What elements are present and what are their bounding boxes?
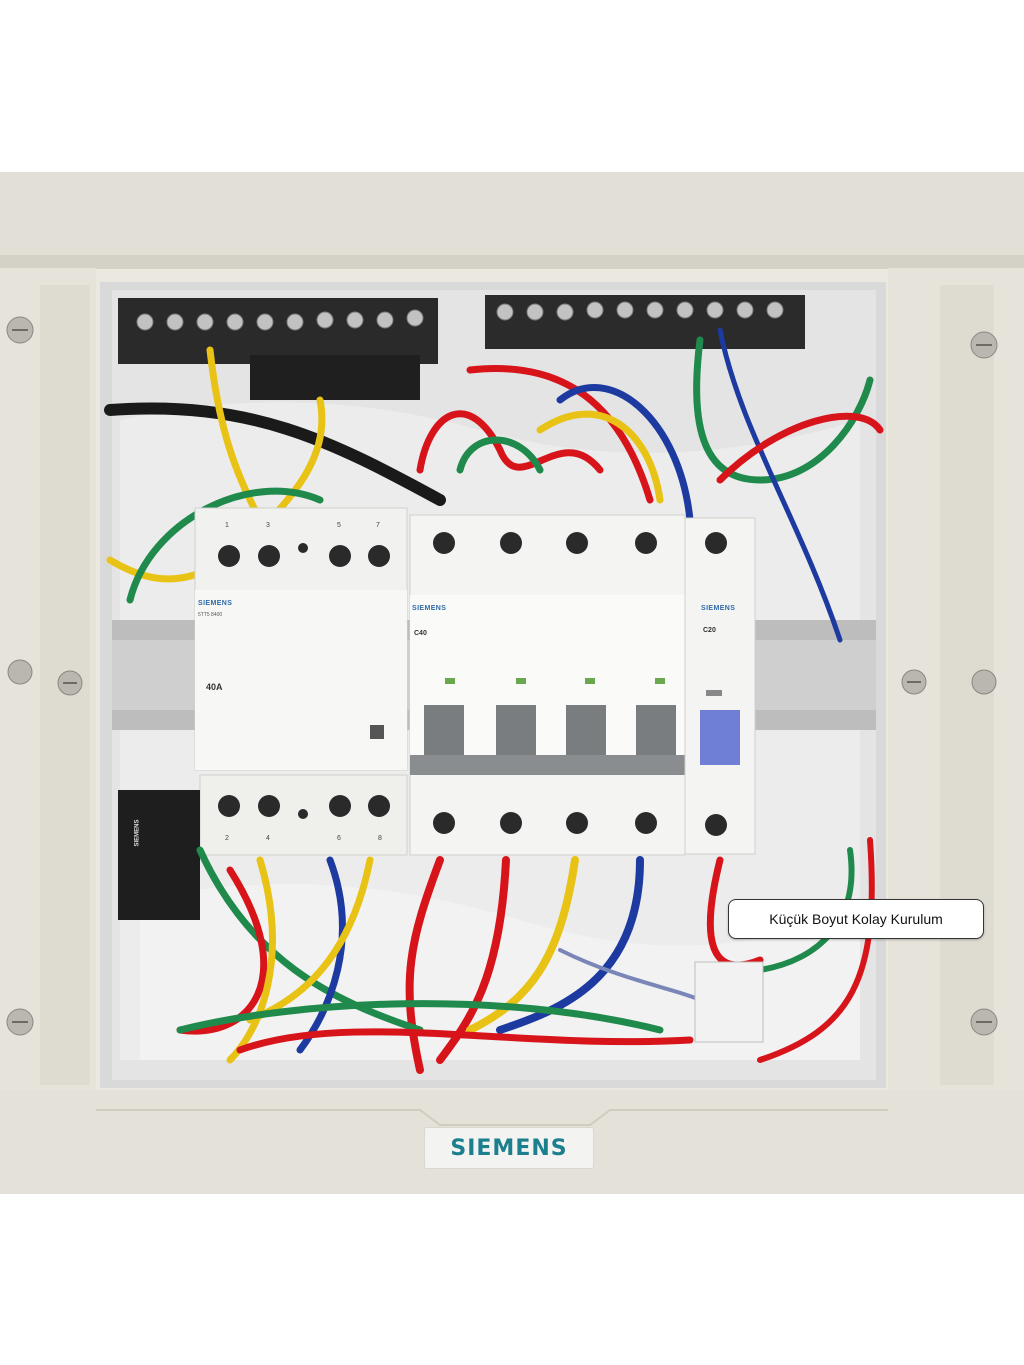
top-frame — [0, 172, 1024, 268]
callout-label: Küçük Boyut Kolay Kurulum — [728, 899, 984, 939]
mcb-brand: SIEMENS — [701, 605, 736, 612]
mcb-module — [684, 517, 756, 855]
contactor-terminal-1: 1 — [225, 522, 229, 529]
rcbo-curve: C40 — [414, 630, 427, 637]
contactor-terminal-2: 2 — [225, 835, 229, 842]
contactor-module — [194, 507, 408, 856]
relay-module — [118, 790, 200, 920]
contactor-rating: 40A — [206, 682, 223, 692]
contactor-terminal-4: 4 — [266, 835, 270, 842]
contactor-terminal-6: 6 — [337, 835, 341, 842]
mcb-curve: C20 — [703, 627, 716, 634]
contactor-terminal-5: 5 — [337, 522, 341, 529]
contactor-terminal-8: 8 — [378, 835, 382, 842]
relay-brand: SIEMENS — [134, 819, 141, 847]
contactor-terminal-7: 7 — [376, 522, 380, 529]
wago-clamp — [694, 961, 764, 1043]
enclosure-brand-plate: SIEMENS — [424, 1127, 594, 1169]
terminal-bar-left — [118, 298, 438, 364]
contactor-terminal-3: 3 — [266, 522, 270, 529]
contactor-brand: SIEMENS — [198, 600, 233, 607]
contactor-model: 5TT5 8400 — [198, 612, 223, 618]
top-frame-lip — [0, 255, 1024, 269]
rcbo-module — [409, 514, 686, 856]
rcbo-brand: SIEMENS — [412, 605, 447, 612]
terminal-bar-right — [485, 295, 805, 349]
